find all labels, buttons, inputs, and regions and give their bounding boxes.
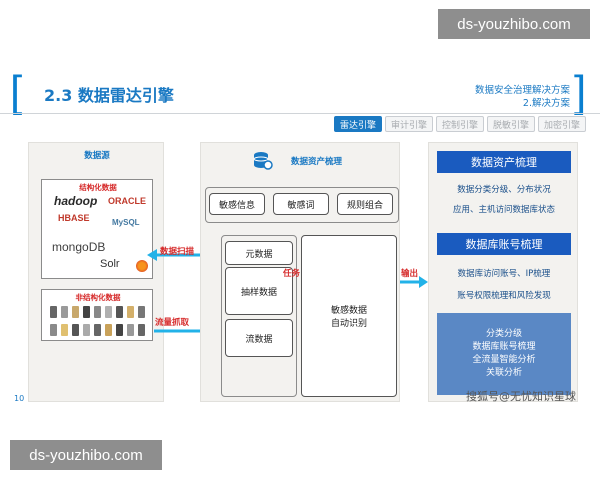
structured-data-label: 结构化数据 [79,183,117,192]
data-source-title: 数据源 [84,151,110,161]
solr-logo: Solr [100,258,120,270]
asset-sorting-panel: 数据资产梳理 敏感信息 敏感词 规则组合 元数据 抽样数据 流数据 敏感数据 自… [200,142,400,402]
summary-line-1: 分类分级 [485,329,522,339]
right-title-line1: 数据安全治理解决方案 [474,85,570,96]
tab-audit-engine[interactable]: 审计引擎 [385,116,433,132]
asset-sorting-title: 数据资产梳理 [291,157,343,167]
sohu-watermark: 搜狐号@无忧知识星球 [466,390,576,403]
output-label: 输出 [401,269,419,279]
right-line-2: 应用、主机访问数据库状态 [452,205,555,215]
sample-data-item: 抽样数据 [225,267,293,315]
header-divider [0,113,600,114]
hadoop-logo: hadoop [54,194,98,208]
traffic-label: 流量抓取 [155,318,190,328]
device-icons-row2 [50,324,148,338]
output-arrowhead-icon [419,276,428,288]
oracle-logo: ORACLE [108,196,146,206]
asset-sorting-header: 数据资产梳理 [437,151,571,173]
account-sorting-header: 数据库账号梳理 [437,233,571,255]
auto-identify-box: 敏感数据 自动识别 [301,235,397,397]
right-title-line2: 2.解决方案 [522,98,570,109]
right-bracket-icon: ] [574,67,587,116]
mongodb-logo: mongoDB [52,240,106,254]
right-title: 数据安全治理解决方案 2.解决方案 [430,84,570,110]
title-bracket-icon: [ [10,67,23,116]
right-line-4: 账号权限梳理和风险发现 [457,291,551,301]
slide: [ 2.3 数据雷达引擎 数据安全治理解决方案 2.解决方案 ] 雷达引擎 审计… [0,64,600,410]
structured-data-box: 结构化数据 hadoop ORACLE HBASE MySQL mongoDB … [41,179,153,279]
watermark-top: ds-youzhibo.com [438,9,590,39]
rule-combo-item: 规则组合 [337,193,393,215]
task-label: 任务 [283,269,301,279]
unstructured-data-label: 非结构化数据 [75,293,121,302]
summary-line-3: 全流量智能分析 [472,355,536,365]
database-icon [253,151,273,171]
device-icons-row1 [50,306,148,320]
tab-control-engine[interactable]: 控制引擎 [436,116,484,132]
summary-line-2: 数据库账号梳理 [472,342,536,352]
auto-identify-text: 敏感数据 自动识别 [330,306,367,329]
mysql-logo: MySQL [112,218,140,227]
right-line-1: 数据分类分级、分布状况 [457,185,551,195]
right-line-3: 数据库访问账号、IP梳理 [457,269,551,279]
solr-sun-icon [136,260,148,272]
stream-data-item: 流数据 [225,319,293,357]
data-source-panel: 数据源 结构化数据 hadoop ORACLE HBASE MySQL mong… [28,142,164,402]
sensitive-info-item: 敏感信息 [209,193,265,215]
page-number: 10 [14,394,25,403]
scan-arrowhead-icon [147,249,157,261]
scan-label: 数据扫描 [160,247,195,257]
result-panel: 数据资产梳理 数据分类分级、分布状况 应用、主机访问数据库状态 数据库账号梳理 … [428,142,578,402]
tab-masking-engine[interactable]: 脱敏引擎 [487,116,535,132]
unstructured-data-box: 非结构化数据 [41,289,153,341]
summary-box: 分类分级 数据库账号梳理 全流量智能分析 关联分析 [437,313,571,395]
sensitive-words-item: 敏感词 [273,193,329,215]
tab-radar-engine[interactable]: 雷达引擎 [334,116,382,132]
metadata-item: 元数据 [225,241,293,265]
summary-line-4: 关联分析 [485,368,522,378]
tab-encrypt-engine[interactable]: 加密引擎 [538,116,586,132]
watermark-bottom: ds-youzhibo.com [10,440,162,470]
hbase-logo: HBASE [58,213,90,223]
slide-title: 2.3 数据雷达引擎 [44,86,174,105]
